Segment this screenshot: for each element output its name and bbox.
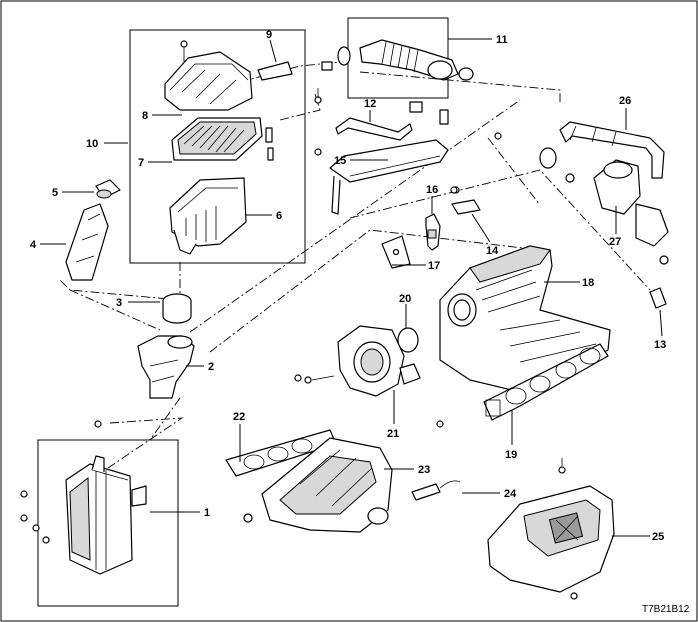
callout-8: 8: [142, 110, 148, 122]
oxygen-sensor-part-24: [411, 480, 461, 501]
air-filter-element: [171, 117, 263, 161]
bracket-part-17: [381, 235, 411, 269]
fuel-pipe-part-12: [335, 117, 413, 141]
callout-13: 13: [654, 339, 666, 351]
resonator-duct-part-4: [65, 203, 109, 281]
assembly-guide-lines: [59, 61, 651, 469]
callout-23: 23: [418, 464, 430, 476]
callout-2: 2: [208, 361, 214, 373]
air-cleaner-group-box: [129, 29, 306, 264]
air-cleaner-upper-cover: [164, 40, 253, 111]
callout-10: 10: [86, 138, 98, 150]
throttle-body-part-21: [304, 325, 421, 397]
callout-21: 21: [387, 428, 399, 440]
callout-18: 18: [582, 277, 594, 289]
callout-7: 7: [138, 157, 144, 169]
air-intake-duct-part-2: [137, 335, 195, 399]
callout-19: 19: [505, 449, 517, 461]
callout-27: 27: [609, 236, 621, 248]
callout-labels: 1 2 3 4 5 6 7 8 9 10 11 12 13 14 15 16 1…: [30, 29, 666, 543]
intake-air-hose: [337, 39, 474, 81]
callout-25: 25: [652, 531, 664, 543]
clip-and-bolt-parts: [265, 61, 333, 161]
callout-1: 1: [204, 507, 210, 519]
callout-17: 17: [428, 260, 440, 272]
injector-part-16: [425, 213, 441, 251]
engine-cover-part-25: [487, 458, 615, 600]
callout-5: 5: [52, 187, 58, 199]
fastener-bolts: [94, 132, 502, 428]
egr-pipe-part-26: [539, 121, 665, 183]
manifold-gasket-part-19: [483, 343, 609, 421]
callout-26: 26: [619, 95, 631, 107]
callout-4: 4: [30, 239, 37, 251]
callout-16: 16: [426, 184, 438, 196]
resonator-part-1: [20, 455, 147, 575]
callout-12: 12: [364, 98, 376, 110]
callout-11: 11: [496, 34, 508, 46]
callout-leaders: [40, 38, 663, 537]
callout-14: 14: [486, 245, 499, 257]
callout-6: 6: [276, 210, 282, 222]
ring-part-3: [162, 293, 192, 324]
fuel-rail-part-15: [314, 101, 449, 215]
air-duct-short-pipe: [257, 61, 293, 81]
intake-manifold-part-18: [439, 245, 611, 393]
callout-24: 24: [504, 488, 517, 500]
callout-15: 15: [334, 155, 346, 167]
throttle-gasket-part-20: [397, 327, 419, 353]
egr-valve-part-27: [593, 159, 669, 265]
drawing-code: T7B21B12: [642, 604, 690, 615]
resonator-box: [37, 439, 179, 607]
cap-part-5: [95, 179, 121, 199]
callout-20: 20: [399, 293, 411, 305]
callout-9: 9: [266, 29, 272, 41]
exhaust-manifold-part-23: [243, 437, 393, 533]
sensor-part-13: [649, 287, 667, 309]
callout-3: 3: [116, 297, 122, 309]
air-cleaner-lower-housing: [169, 177, 247, 255]
callout-22: 22: [233, 411, 245, 423]
